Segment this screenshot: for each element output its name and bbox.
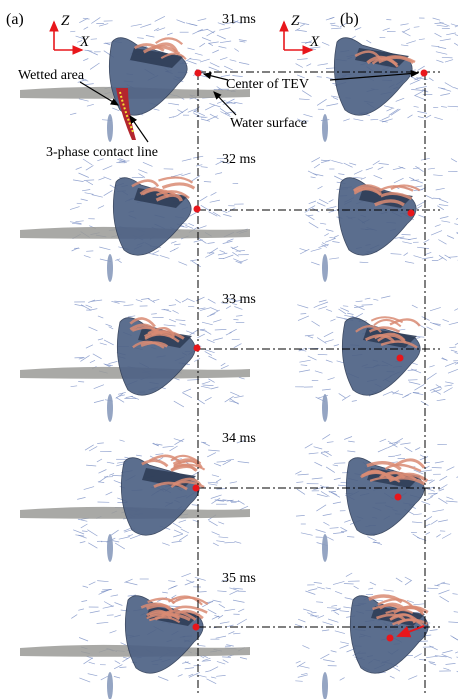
wing-foot [107, 254, 113, 282]
arrow-water-surface [213, 91, 237, 116]
axes-a: Z X [49, 13, 90, 55]
arrow-center-a [202, 72, 229, 81]
vortex-ribbons [131, 176, 196, 202]
time-label-33: 33 ms [222, 292, 256, 307]
arrow-contact-line [129, 115, 149, 143]
wing-body [341, 317, 421, 396]
frame-b-32 [299, 157, 458, 282]
label-wetted-area: Wetted area [18, 68, 85, 83]
vortex-ribbons [368, 594, 429, 628]
axis-x-b: X [309, 34, 320, 50]
wing-body [120, 457, 200, 536]
tev-center-b-34 [394, 493, 402, 501]
tev-center-a-32 [193, 205, 201, 213]
time-label-32: 32 ms [222, 152, 256, 167]
wing-foot [107, 534, 113, 562]
tev-center-a-35 [192, 623, 200, 631]
wing-foot [322, 394, 328, 422]
label-center-of-tev: Center of TEV [226, 77, 309, 92]
vortex-ribbons [355, 316, 421, 349]
tev-center-b-33 [396, 354, 404, 362]
time-label-35: 35 ms [222, 571, 256, 586]
contact-line [119, 91, 134, 133]
label-contact-line: 3-phase contact line [46, 145, 158, 160]
wing-foot [322, 534, 328, 562]
wing-foot [322, 672, 328, 699]
velocity-field [299, 157, 458, 266]
vortex-ribbons [133, 37, 187, 60]
panel-label-b: (b) [340, 11, 359, 28]
tev-shift-arrow [396, 625, 425, 638]
tev-center-a-31 [194, 69, 202, 77]
wing-body [345, 457, 425, 536]
label-water-surface: Water surface [230, 116, 307, 131]
vortex-ribbons [140, 595, 209, 624]
wing-foot [107, 394, 113, 422]
frame-b-31 [295, 16, 458, 142]
wing-foot [322, 254, 328, 282]
frame-a-31 [20, 15, 250, 142]
vortex-ribbons [129, 317, 185, 349]
axis-z-b: Z [291, 13, 300, 29]
axis-z-a: Z [61, 13, 70, 29]
frame-a-35 [20, 572, 250, 699]
frame-b-34 [295, 434, 458, 562]
axes-b: Z X [279, 13, 320, 55]
tev-center-a-34 [192, 484, 200, 492]
frame-b-33 [295, 295, 458, 422]
wing-foot [107, 114, 113, 142]
tev-center-a-33 [193, 344, 201, 352]
frame-a-33 [20, 296, 250, 422]
vortex-ribbons [141, 454, 206, 491]
time-label-31: 31 ms [222, 12, 256, 27]
panel-label-a: (a) [6, 11, 24, 28]
arrow-center-b [329, 69, 420, 81]
vortex-ribbons [354, 50, 416, 68]
tev-center-b-35 [386, 634, 394, 642]
wing-cap [130, 48, 184, 68]
vortex-ribbons [353, 184, 421, 207]
tev-center-b-32 [407, 209, 415, 217]
axis-x-a: X [79, 34, 90, 50]
frame-a-32 [20, 155, 250, 282]
frame-a-34 [20, 438, 250, 562]
wing-foot [107, 672, 113, 699]
tev-center-b-31 [420, 69, 428, 77]
time-label-34: 34 ms [222, 431, 256, 446]
vortex-ribbons [360, 458, 429, 486]
wing-foot [322, 114, 328, 142]
frame-b-35 [294, 572, 458, 699]
arrow-wetted-area [79, 81, 120, 106]
